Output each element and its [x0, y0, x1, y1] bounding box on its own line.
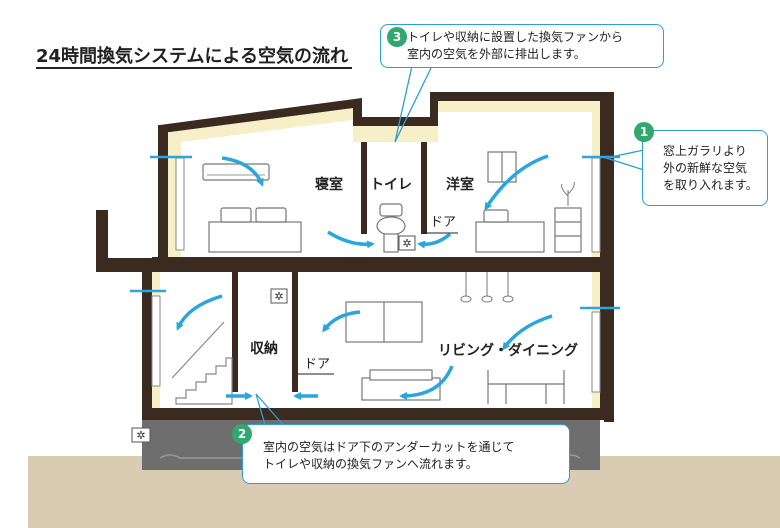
callout-1-line-2: 外の新鮮な空気 [663, 161, 748, 175]
svg-text:✲: ✲ [402, 237, 411, 250]
svg-text:✲: ✲ [274, 290, 283, 303]
window-left-upper [175, 157, 185, 251]
room-label-storage: 収納 [250, 341, 278, 357]
air-conditioner [202, 163, 270, 181]
door-label-upper: ドア [430, 215, 457, 230]
airflow-arrow-bedroom-to-toilet [327, 230, 375, 249]
room-label-western: 洋室 [446, 177, 474, 193]
callout-2-line-2: トイレや収納の換気ファンへ流れます。 [263, 457, 478, 471]
window-right-lower [591, 311, 601, 393]
stairs [171, 321, 233, 405]
airflow-arrow-bedroom-ac [221, 156, 264, 187]
toilet-exhaust-fan-icon: ✲ [398, 235, 416, 251]
room-label-toilet: トイレ [370, 177, 412, 193]
callout-2: 室内の空気はドア下のアンダーカットを通じて トイレや収納の換気ファンへ流れます。 [242, 424, 570, 484]
airflow-arrow-living-left [322, 310, 361, 333]
door-label-lower: ドア [304, 357, 331, 372]
airflow-arrow-living-right [502, 314, 553, 351]
room-label-living-dining: リビング・ダイニング [438, 343, 578, 359]
callout-1-badge: 1 [634, 122, 654, 142]
svg-text:✲: ✲ [136, 429, 145, 442]
mid-floor-slab [152, 257, 610, 272]
plant-icon [561, 181, 575, 206]
bedroom-bed [208, 207, 302, 253]
airflow-arrow-western-to-toilet [417, 232, 452, 249]
callout-3-line-1: トイレや収納に設置した換気ファンから [407, 30, 624, 44]
pendant-lamps [460, 272, 514, 303]
callout-1: 窓上ガラリより 外の新鮮な空気 を取り入れます。 [642, 130, 768, 206]
callout-3-line-2: 室内の空気を外部に排出します。 [407, 47, 586, 61]
callout-1-line-1: 窓上ガラリより [663, 144, 747, 158]
callout-leaders [255, 65, 645, 429]
callout-2-line-1: 室内の空気はドア下のアンダーカットを通じて [263, 440, 515, 454]
western-room-chest [554, 207, 582, 253]
room-label-bedroom: 寝室 [315, 177, 343, 193]
western-room-bed [475, 209, 545, 253]
outdoor-vent-hood-icon: ✲ [131, 427, 151, 443]
window-right-upper [591, 157, 601, 253]
upper-floor-ceiling-right [438, 112, 592, 142]
toilet-fixture [376, 203, 406, 253]
living-sofa [361, 369, 441, 401]
dining-table [487, 370, 565, 404]
callout-1-line-3: を取り入れます。 [663, 178, 758, 192]
ground-floor-slab [152, 408, 610, 416]
airflow-arrow-western-in [484, 154, 549, 211]
storage-exhaust-fan-icon: ✲ [270, 288, 288, 304]
airflow-arrow-living-bottom [399, 365, 454, 400]
airflow-arrows [176, 154, 553, 400]
window-left-lower [151, 295, 161, 387]
partition-bedroom-toilet [361, 142, 367, 234]
callout-3: トイレや収納に設置した換気ファンから 室内の空気を外部に排出します。 [380, 24, 664, 68]
callout-2-badge: 2 [232, 424, 252, 444]
page-title: 24時間換気システムによる空気の流れ [36, 46, 348, 67]
airflow-arrow-stairs [176, 294, 223, 331]
partition-stairs-storage [232, 272, 238, 392]
upper-floor-ceiling-left [181, 120, 353, 142]
title-underline [36, 67, 352, 69]
left-overhang [96, 210, 108, 270]
callout-3-badge: 3 [387, 27, 407, 47]
partition-toilet-western [421, 142, 427, 234]
living-window [345, 301, 423, 343]
partition-storage-living [292, 272, 298, 392]
